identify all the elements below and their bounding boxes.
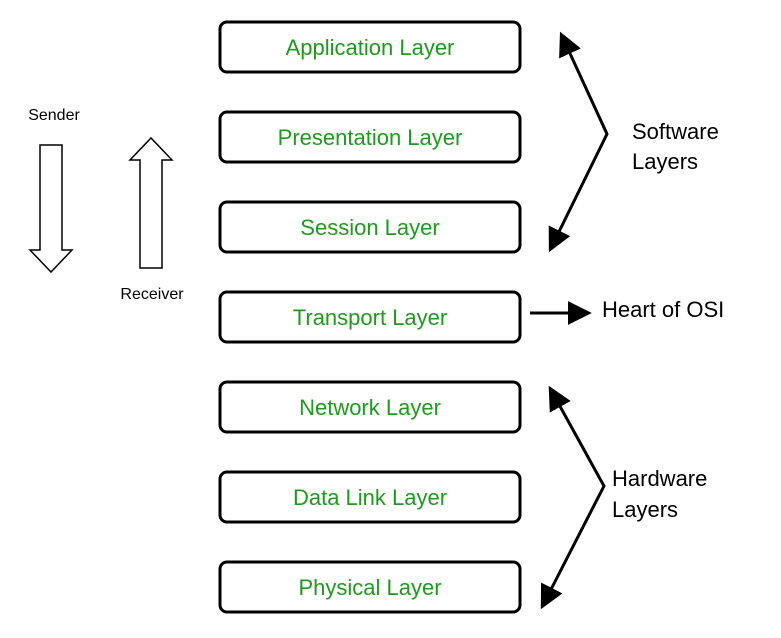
software-layers-label-line1: Software bbox=[632, 119, 719, 144]
layer-data-link-label: Data Link Layer bbox=[293, 485, 447, 510]
layer-transport: Transport Layer bbox=[218, 290, 522, 344]
layer-physical: Physical Layer bbox=[218, 560, 522, 614]
layer-application: Application Layer bbox=[218, 20, 522, 74]
hardware-bracket-arrow-icon bbox=[540, 385, 606, 610]
layer-presentation: Presentation Layer bbox=[218, 110, 522, 164]
layer-application-label: Application Layer bbox=[286, 35, 455, 60]
receiver-up-arrow-icon bbox=[128, 136, 174, 269]
layer-transport-box bbox=[218, 290, 522, 344]
layer-data-link-box bbox=[218, 470, 522, 524]
layer-physical-label: Physical Layer bbox=[298, 575, 441, 600]
layer-presentation-label: Presentation Layer bbox=[278, 125, 463, 150]
software-bracket-arrow-icon bbox=[548, 31, 609, 253]
layer-application-box bbox=[218, 20, 522, 74]
software-layers-label-line2: Layers bbox=[632, 149, 698, 174]
hardware-layers-label-line1: Hardware bbox=[612, 466, 707, 491]
layer-transport-label: Transport Layer bbox=[293, 305, 447, 330]
layer-session-box bbox=[218, 200, 522, 254]
layer-session-label: Session Layer bbox=[300, 215, 439, 240]
layer-network-box bbox=[218, 380, 522, 434]
heart-of-osi-label: Heart of OSI bbox=[602, 297, 724, 322]
hardware-layers-label-line2: Layers bbox=[612, 497, 678, 522]
layer-data-link: Data Link Layer bbox=[218, 470, 522, 524]
sender-label: Sender bbox=[28, 107, 80, 124]
receiver-label: Receiver bbox=[120, 286, 184, 303]
layer-physical-box bbox=[218, 560, 522, 614]
layer-session: Session Layer bbox=[218, 200, 522, 254]
layer-network: Network Layer bbox=[218, 380, 522, 434]
layer-presentation-box bbox=[218, 110, 522, 164]
layer-network-label: Network Layer bbox=[299, 395, 441, 420]
sender-down-arrow-icon bbox=[28, 144, 74, 274]
